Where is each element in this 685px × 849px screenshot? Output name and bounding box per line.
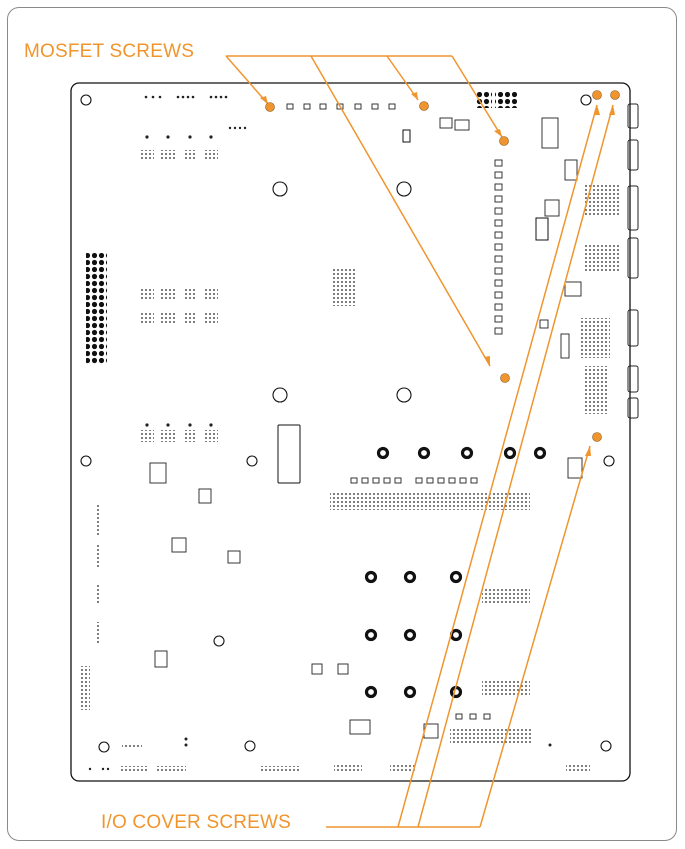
top-headers-2 [495,92,517,108]
chipset [277,129,549,484]
figure-frame [7,7,677,841]
arrowheads [260,92,615,456]
bottom-edge-components [88,737,590,773]
callout-leaders [225,55,614,828]
dotted-chips [80,150,621,745]
left-header [86,253,107,365]
io-connectors [627,103,639,419]
pcie-retention-rings [364,446,547,699]
board-outline [70,82,631,782]
screw-marker-icon [265,90,620,442]
mosfet-screws-label: MOSFET SCREWS [24,41,195,62]
left-pin-rows [96,505,99,644]
mounting-hole-icon [80,94,615,753]
component-clusters [144,95,247,427]
top-headers [476,92,492,108]
io-cover-screws-label: I/O COVER SCREWS [101,812,292,833]
